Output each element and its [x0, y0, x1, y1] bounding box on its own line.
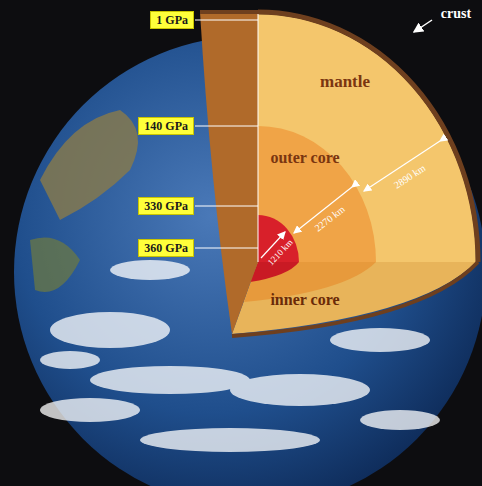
pressure-value: 1 GPa — [156, 13, 188, 27]
land — [40, 110, 138, 220]
dimension-arrow — [294, 187, 352, 233]
layer-name: mantle — [320, 73, 370, 92]
leader-line — [195, 248, 258, 249]
mantle-floor — [232, 262, 476, 334]
cut-side — [200, 12, 258, 334]
crust-pointer — [414, 20, 432, 32]
mantle-layer — [258, 14, 476, 262]
dimension-arrow — [364, 141, 440, 191]
leader-line — [195, 126, 258, 127]
pressure-box: 360 GPa — [138, 239, 194, 257]
pressure-box: 140 GPa — [138, 117, 194, 135]
pressure-box: 1 GPa — [150, 11, 194, 29]
layer-name: crust — [441, 6, 471, 21]
leader-line — [195, 206, 258, 207]
layer-name: outer core — [270, 149, 339, 167]
pressure-value: 330 GPa — [144, 199, 188, 213]
land — [30, 238, 80, 293]
leader-line — [195, 20, 258, 21]
pressure-box: 330 GPa — [138, 197, 194, 215]
axis-line — [258, 14, 259, 262]
outer-core-layer — [258, 126, 376, 262]
pressure-value: 140 GPa — [144, 119, 188, 133]
layer-name: inner core — [270, 291, 339, 309]
pressure-value: 360 GPa — [144, 241, 188, 255]
crust-layer — [232, 262, 478, 336]
crust-layer — [200, 10, 258, 14]
crust-layer — [258, 12, 478, 262]
